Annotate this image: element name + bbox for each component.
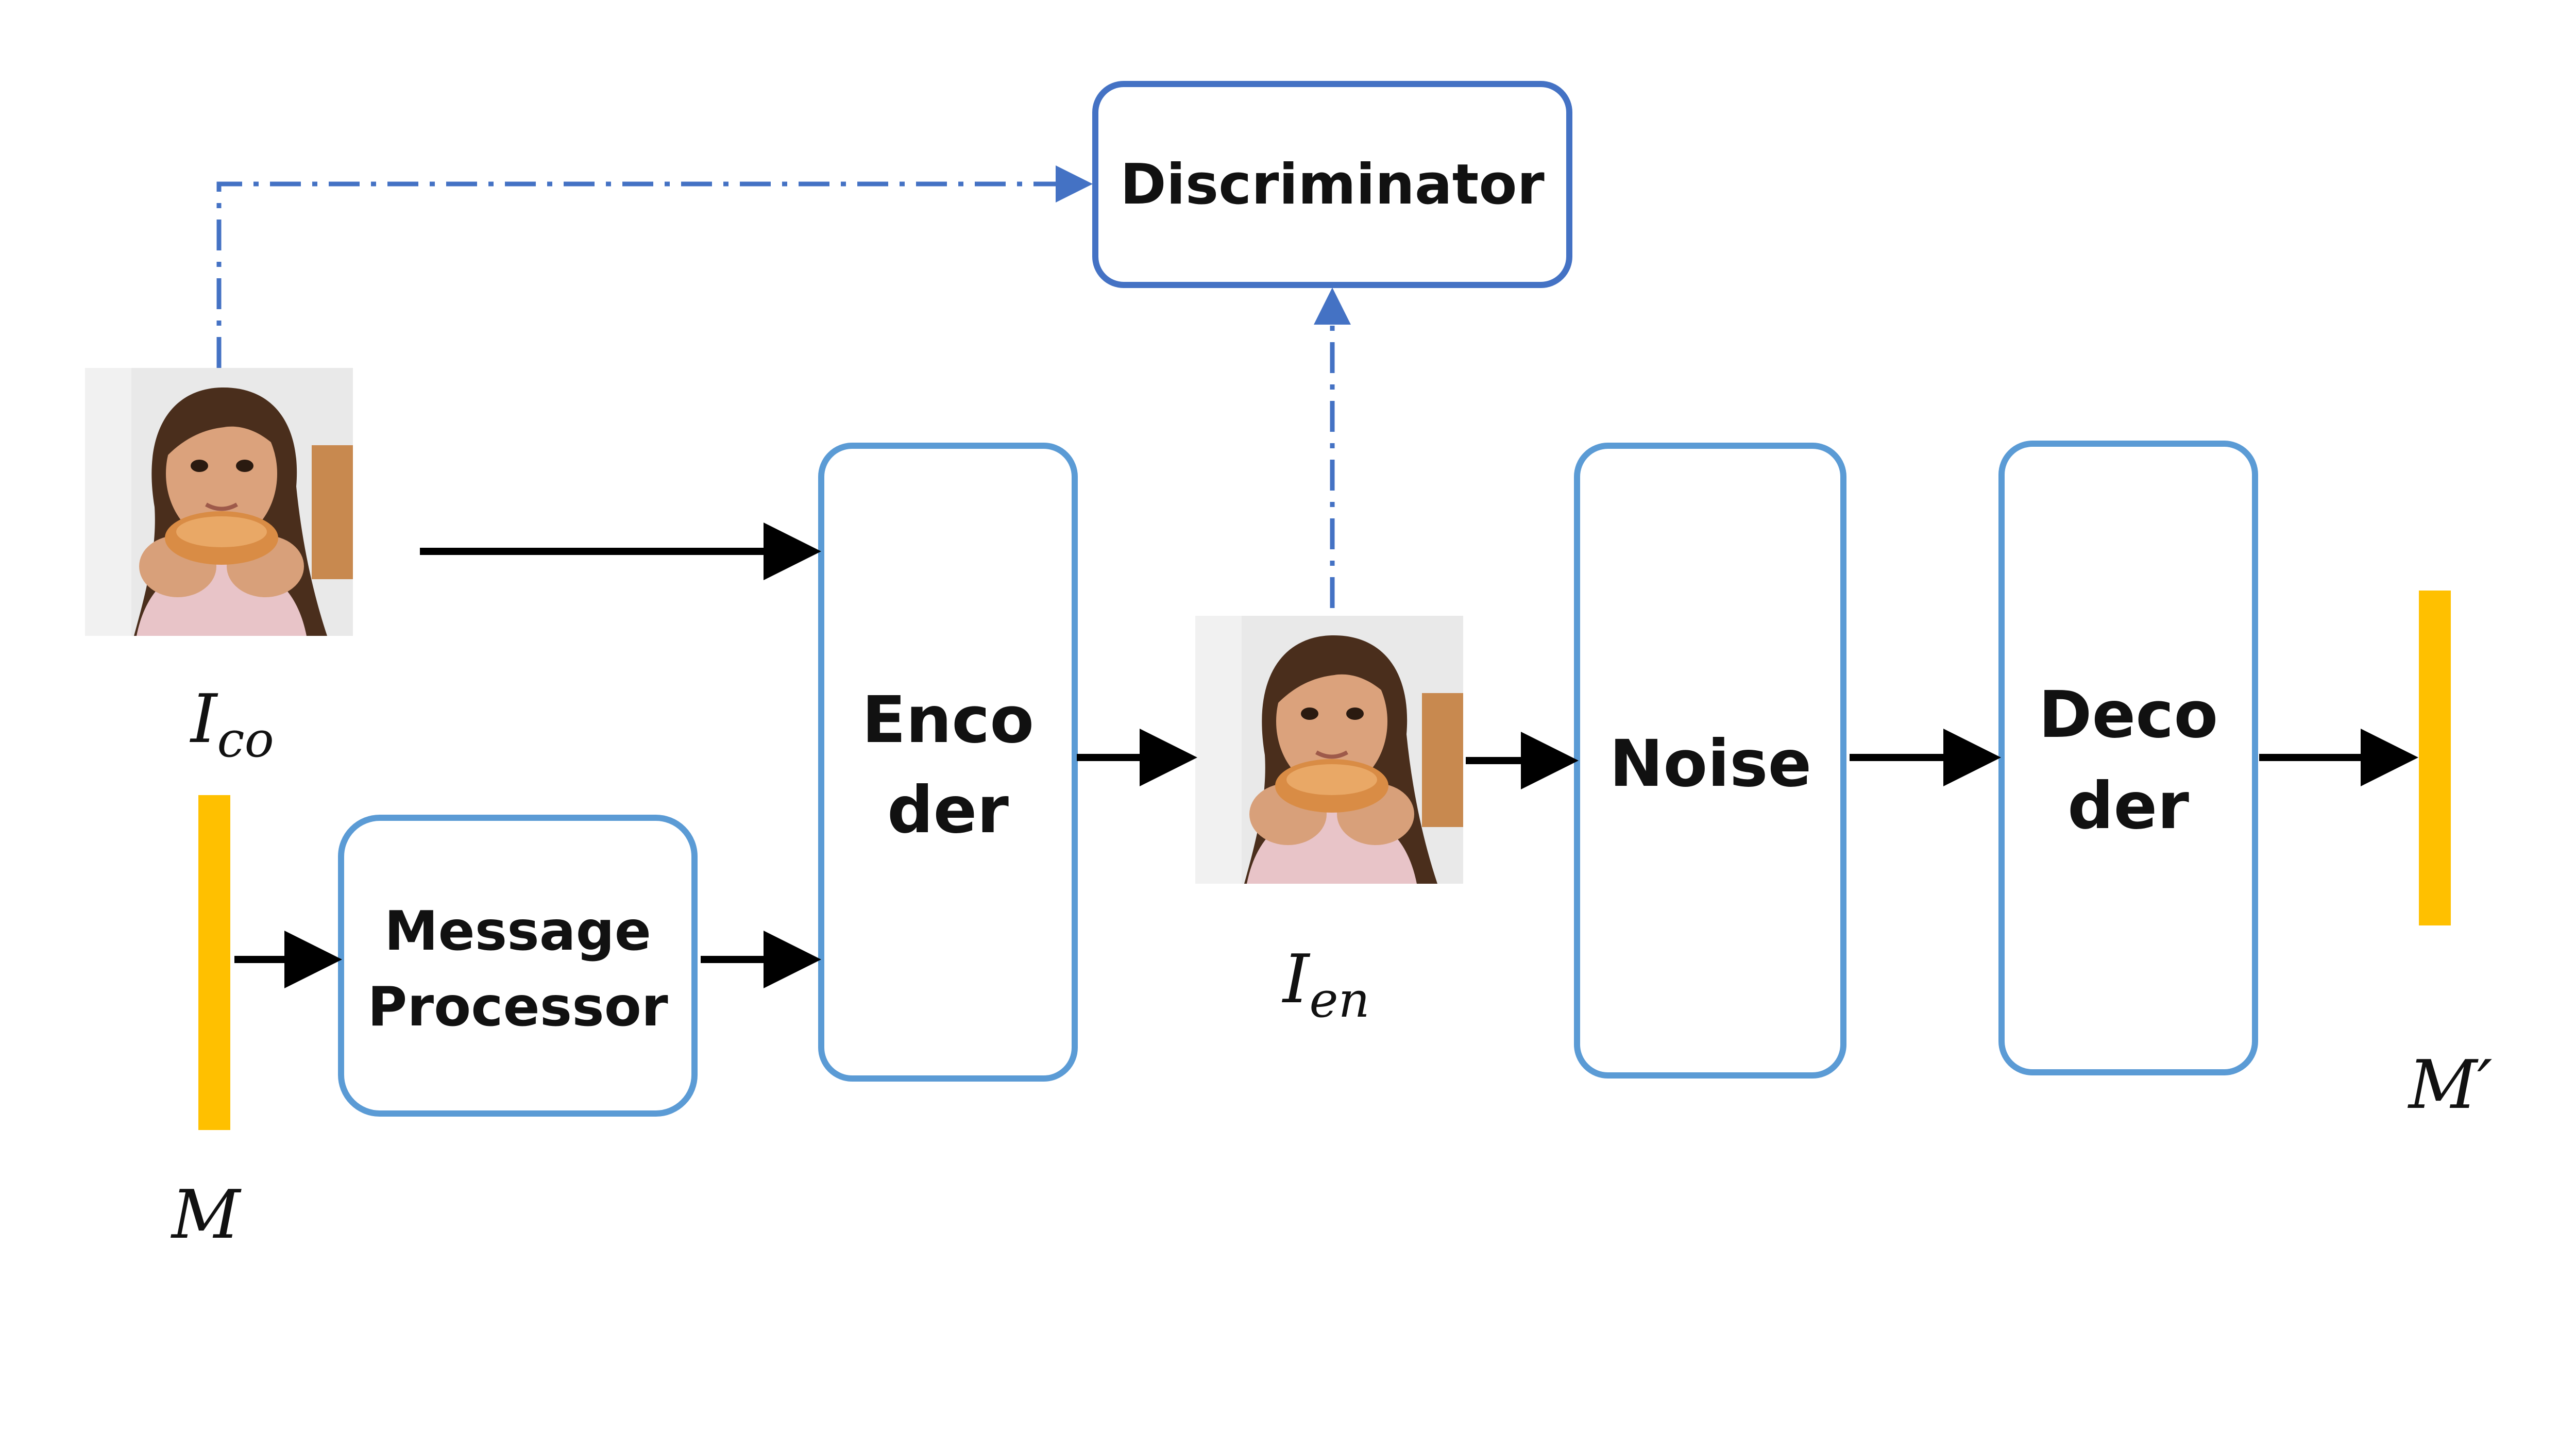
cover-image [85, 368, 353, 636]
message-processor-label-line1: Message [384, 900, 651, 963]
encoder-box [818, 443, 1078, 1082]
discriminator-label: Discriminator [1120, 153, 1545, 217]
noise-label: Noise [1609, 727, 1812, 801]
message-processor-label-line2: Processor [367, 975, 668, 1038]
encoded-image [1195, 616, 1463, 884]
decoder-label-line1: Deco [2039, 678, 2218, 752]
decoder-label-line2: der [2067, 769, 2189, 844]
decoded-message-bar [2419, 591, 2451, 925]
dashdot-arrow-cover-to-discriminator [216, 165, 1093, 368]
cover-image-label: Ico [190, 680, 274, 768]
message-label: M [171, 1175, 242, 1254]
message-processor-box [338, 815, 698, 1117]
decoded-message-label: M′ [2408, 1046, 2493, 1124]
encoder-label-line1: Enco [862, 683, 1034, 757]
decoder-box [1998, 441, 2258, 1075]
encoded-image-label: Ien [1282, 940, 1370, 1029]
message-bar [198, 795, 230, 1130]
encoder-label-line2: der [887, 773, 1009, 848]
discriminator-box [1092, 81, 1572, 288]
